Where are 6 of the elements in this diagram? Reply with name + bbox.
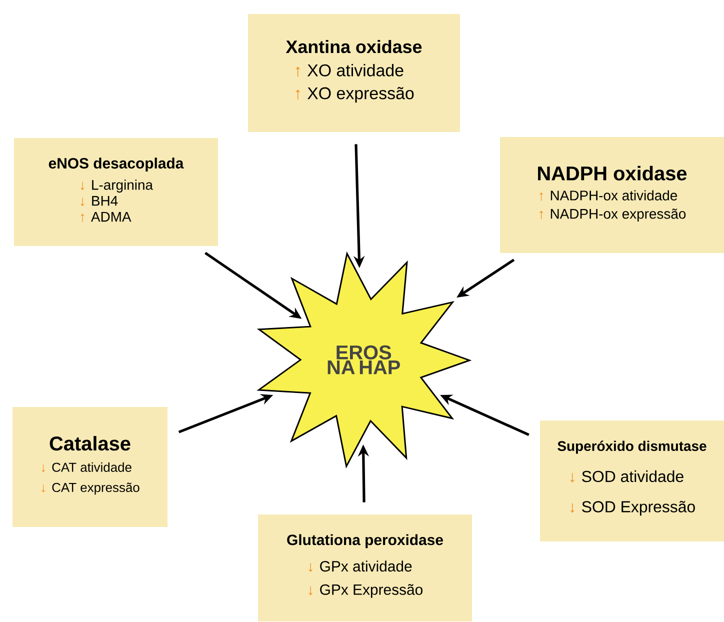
info-box: NADPH oxidase ↑ NADPH-ox atividade ↑ NADPH-ox expressão <box>500 137 724 253</box>
info-box: Catalase ↓ CAT atividade ↓ CAT expressão <box>12 407 168 527</box>
info-box: Glutationa peroxidase ↓ GPx atividade ↓ GPx Expressão <box>258 514 472 622</box>
info-box: Xantina oxidase ↑ XO atividade ↑ XO expressão <box>248 14 460 132</box>
info-box: eNOS desacoplada ↓ L-arginina ↓ BH4 ↑ ADMA <box>14 138 218 246</box>
info-box: Superóxido dismutase ↓ SOD atividade ↓ SOD Expressão <box>540 420 724 542</box>
